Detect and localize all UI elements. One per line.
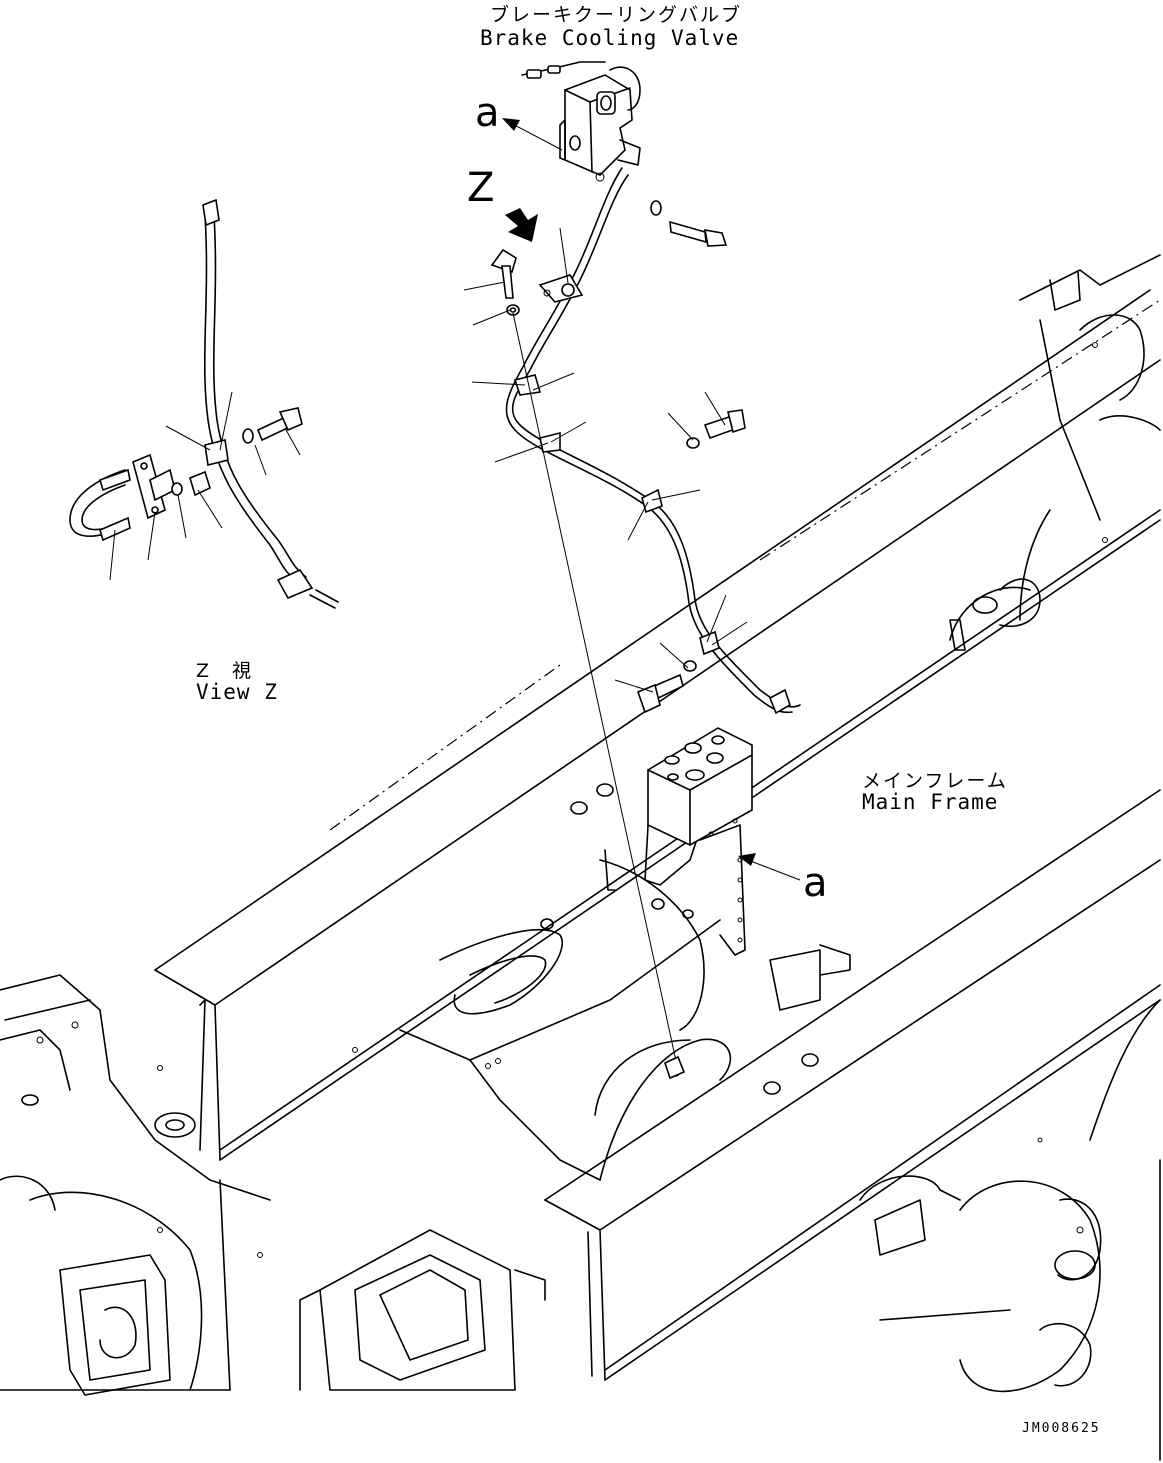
right-rear-housing (859, 999, 1161, 1461)
ref-a-top: a (475, 90, 500, 136)
hose-bolts (490, 248, 746, 714)
callout-leaders-main (463, 227, 748, 693)
ref-a-bottom: a (803, 860, 828, 906)
valve-label-jp: ブレーキクーリングバルブ (490, 4, 743, 26)
lower-mount-plate (299, 1229, 546, 1391)
long-leader (512, 312, 679, 1071)
view-z-detail (69, 198, 339, 609)
junction-block (647, 727, 753, 846)
cross-member (399, 859, 732, 1181)
drawing-number: JM008625 (1022, 1421, 1101, 1436)
view-z-label-jp: Z 視 (196, 660, 254, 682)
view-direction-arrow-icon (505, 208, 538, 242)
upper-right-frame (949, 254, 1161, 651)
view-z-letter: Z (467, 165, 495, 211)
valve-label-en: Brake Cooling Valve (480, 26, 740, 50)
frame-label-jp: メインフレーム (862, 770, 1008, 792)
hose-clamps (513, 274, 720, 656)
left-frame-structure (0, 974, 271, 1396)
brake-cooling-valve (521, 61, 641, 182)
junction-bracket (604, 789, 851, 1011)
frame-holes (157, 783, 819, 1095)
frame-label-en: Main Frame (862, 790, 999, 814)
view-z-label-en: View Z (196, 680, 278, 704)
reference-arrow-icon (502, 118, 801, 881)
main-frame-right-rail (544, 789, 1161, 1381)
main-frame-left-rail (154, 289, 1161, 1161)
valve-bolt (650, 200, 728, 247)
frame-fitting (664, 1055, 686, 1080)
